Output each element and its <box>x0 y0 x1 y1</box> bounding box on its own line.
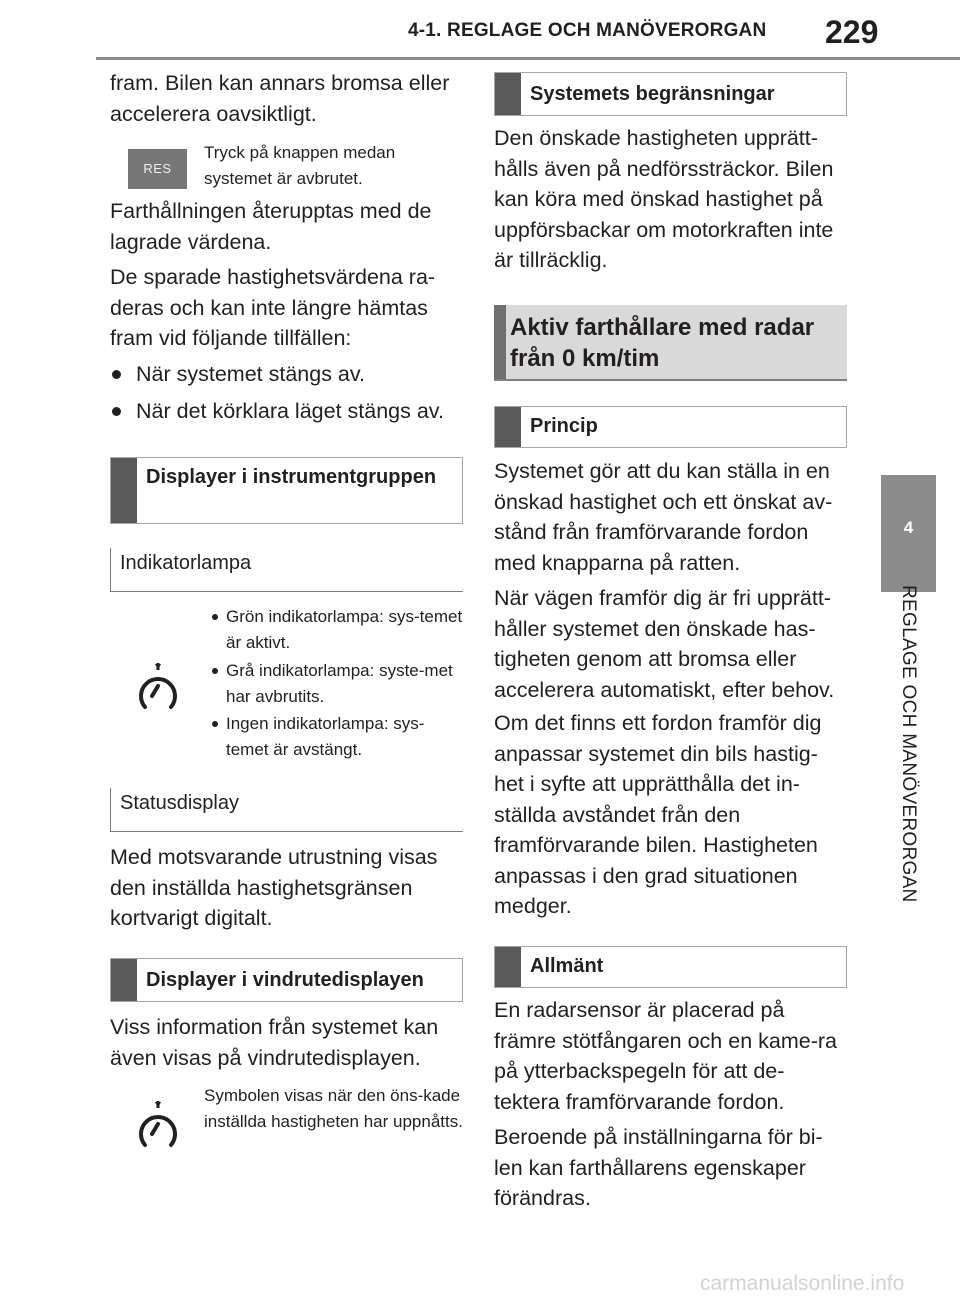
speed-reached-icon <box>139 1101 177 1147</box>
header-rule <box>96 57 960 60</box>
res-button-icon: RES <box>128 149 187 189</box>
chapter-tab-label: REGLAGE OCH MANÖVERORGAN <box>898 585 919 903</box>
cleared-values-paragraph: De sparade hastighetsvärdena ra-deras oc… <box>110 265 436 350</box>
general-paragraph-1: En radarsensor är placerad på främre stö… <box>494 998 837 1114</box>
heading-bar <box>495 407 521 447</box>
subheading-text: Indikatorlampa <box>120 552 252 574</box>
symbol-description: Symbolen visas när den öns-kade inställd… <box>204 1086 463 1131</box>
section-heading-windshield: Displayer i vindrutedisplayen <box>110 958 463 1002</box>
heading-bar <box>495 947 521 987</box>
main-heading-text: Aktiv farthållare med radar från 0 km/ti… <box>510 314 815 372</box>
section-heading-text: Princip <box>530 415 598 437</box>
list-item-text: När det körklara läget stängs av. <box>136 399 444 423</box>
bullet-icon <box>212 721 218 727</box>
section-heading-text: Displayer i vindrutedisplayen <box>146 969 424 991</box>
status-paragraph: Med motsvarande utrustning visas den ins… <box>110 845 438 930</box>
list-item: Grön indikatorlampa: sys-temet är aktivt… <box>212 604 466 656</box>
section-heading-text: Allmänt <box>530 955 604 977</box>
subheading-status: Statusdisplay <box>110 788 463 832</box>
list-item: Grå indikatorlampa: syste-met har avbrut… <box>212 658 466 710</box>
heading-bar <box>495 73 521 115</box>
section-heading-displays: Displayer i instrumentgruppen <box>110 457 463 524</box>
principle-paragraph-1: Systemet gör att du kan ställa in en öns… <box>494 459 833 575</box>
bullet-icon <box>112 407 121 416</box>
section-heading-text: Displayer i instrumentgruppen <box>146 466 437 488</box>
bullet-icon <box>212 668 218 674</box>
list-item-text: Grå indikatorlampa: syste-met har avbrut… <box>226 661 453 706</box>
list-item-text: Ingen indikatorlampa: sys-temet är avstä… <box>226 714 425 759</box>
section-heading-principle: Princip <box>494 406 847 448</box>
general-paragraph-2: Beroende på inställningarna för bi-len k… <box>494 1125 823 1210</box>
list-item: Ingen indikatorlampa: sys-temet är avstä… <box>212 711 466 763</box>
section-heading-text: Systemets begränsningar <box>530 83 775 105</box>
heading-bar <box>111 458 137 523</box>
main-heading-acc: Aktiv farthållare med radar från 0 km/ti… <box>494 305 847 381</box>
watermark: carmanualsonline.info <box>700 1272 905 1295</box>
cruise-control-indicator-icon <box>139 663 177 709</box>
principle-paragraph-2: När vägen framför dig är fri upprätt-hål… <box>494 586 835 702</box>
resume-paragraph: Farthållningen återupptas med de lagrade… <box>110 199 432 254</box>
windshield-paragraph: Viss information från systemet kan även … <box>110 1015 439 1070</box>
section-heading-limits: Systemets begränsningar <box>494 72 847 116</box>
chapter-title: 4-1. REGLAGE OCH MANÖVERORGAN <box>408 20 767 41</box>
res-description: Tryck på knappen medan systemet är avbru… <box>204 143 396 188</box>
principle-paragraph-3: Om det finns ett fordon framför dig anpa… <box>494 711 822 918</box>
bullet-icon <box>212 614 218 620</box>
intro-paragraph: fram. Bilen kan annars bromsa eller acce… <box>110 71 450 126</box>
heading-bar <box>111 959 137 1001</box>
heading-bar <box>494 305 506 379</box>
list-item-text: Grön indikatorlampa: sys-temet är aktivt… <box>226 607 463 652</box>
page-number: 229 <box>825 14 879 50</box>
subheading-text: Statusdisplay <box>120 792 239 814</box>
list-item-text: När systemet stängs av. <box>136 362 366 386</box>
bullet-icon <box>112 370 121 379</box>
chapter-tab <box>881 475 936 592</box>
limits-paragraph: Den önskade hastigheten upprätt-hålls äv… <box>494 126 834 272</box>
subheading-indicator: Indikatorlampa <box>110 548 463 592</box>
section-heading-general: Allmänt <box>494 946 847 988</box>
chapter-tab-number: 4 <box>903 518 914 537</box>
